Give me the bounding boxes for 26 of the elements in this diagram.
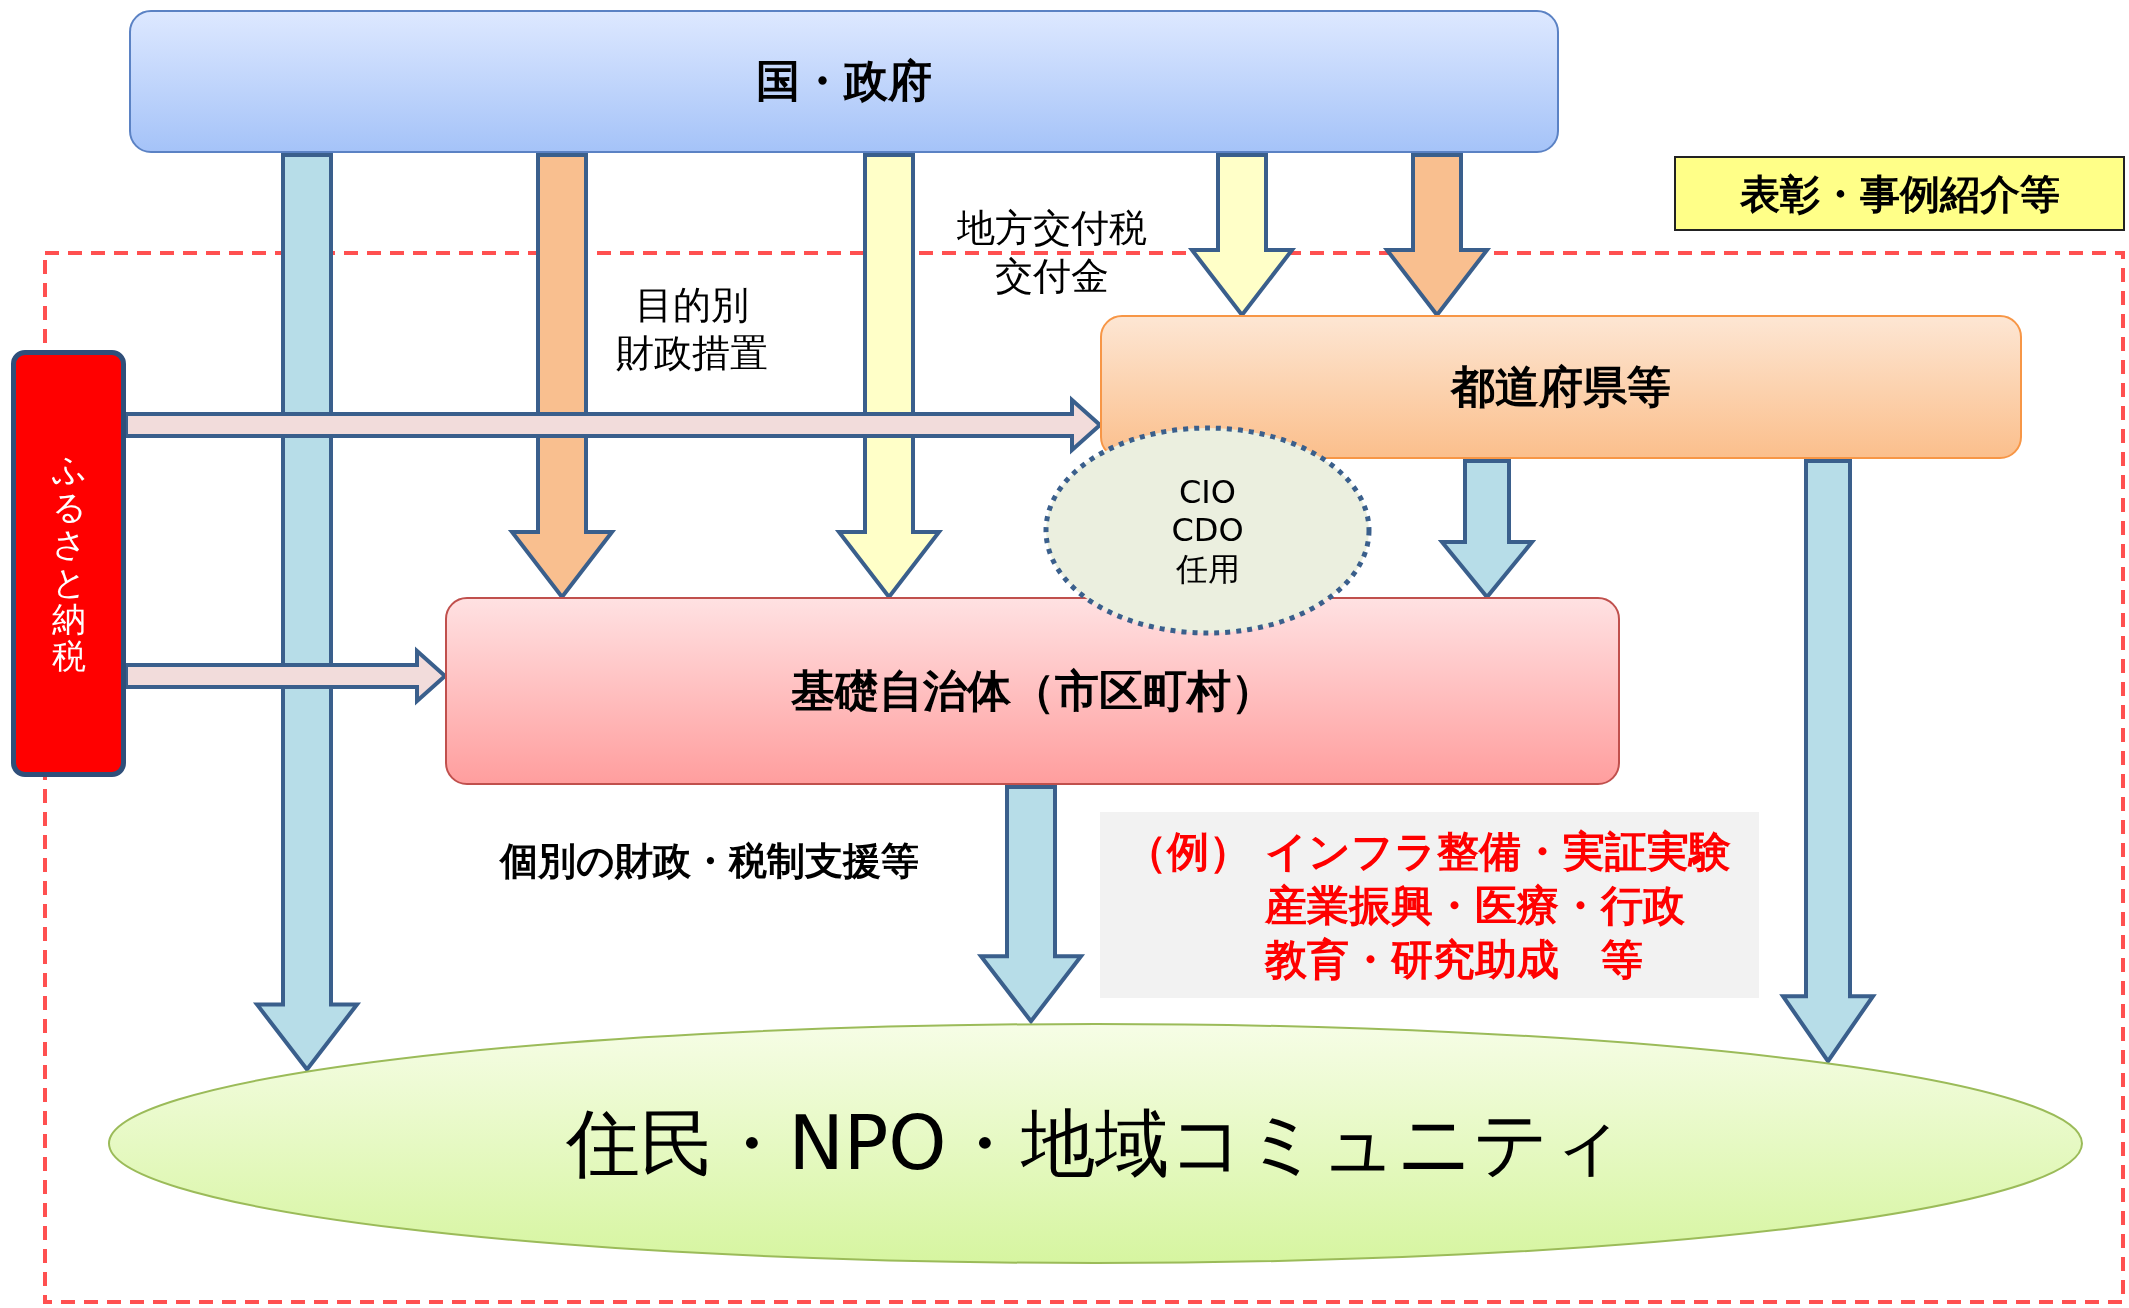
example-text: （例）	[1125, 826, 1251, 878]
block-arrow	[976, 785, 1086, 1025]
dotted-ellipse	[1043, 425, 1372, 636]
community-ellipse	[106, 1021, 2085, 1266]
header-box	[129, 10, 1559, 153]
annotation-text: 地方交付税交付金	[956, 205, 1148, 300]
block-arrow	[124, 646, 448, 706]
block-arrow	[252, 153, 362, 1073]
note-box	[1674, 156, 2125, 231]
example-text: 産業振興・医療・行政	[1265, 880, 1685, 932]
node-label: 国・政府	[756, 55, 932, 108]
annotation-text: 目的別財政措置	[615, 282, 769, 377]
side-box	[11, 350, 126, 777]
vertical-label: ふるさと納税	[51, 451, 86, 676]
example-text: インフラ整備・実証実験	[1265, 826, 1731, 878]
node-label: CIO CDO 任用	[1170, 472, 1245, 589]
block-arrow	[124, 395, 1103, 455]
block-arrow	[1779, 459, 1877, 1065]
annotation-text: 個別の財政・税制支援等	[500, 838, 920, 885]
node-label: 基礎自治体（市区町村）	[790, 664, 1275, 718]
process-box	[445, 597, 1620, 785]
node-label: 住民・NPO・地域コミュニティ	[566, 1099, 1625, 1188]
example-text: 教育・研究助成 等	[1265, 934, 1643, 986]
node-label: 都道府県等	[1451, 360, 1671, 414]
node-label: 表彰・事例紹介等	[1739, 169, 2060, 218]
process-box	[1100, 315, 2022, 459]
